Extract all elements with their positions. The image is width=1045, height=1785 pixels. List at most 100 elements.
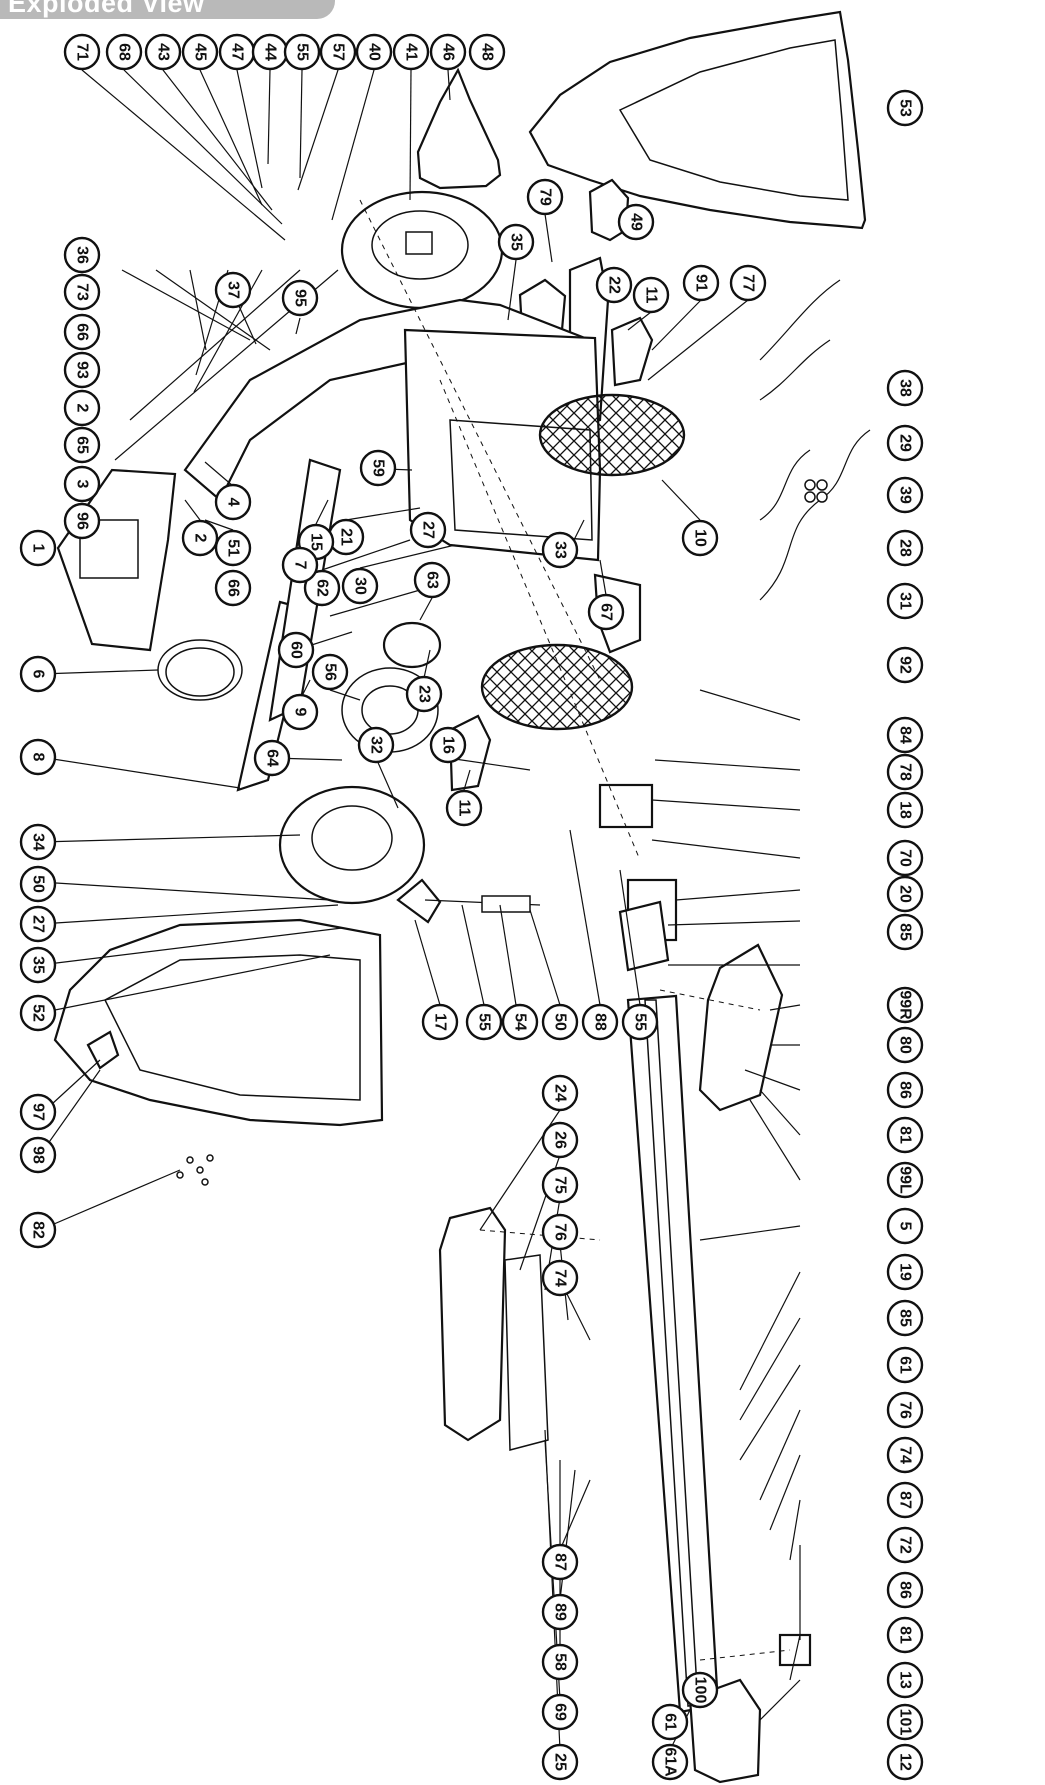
svg-text:87: 87	[897, 1491, 914, 1509]
svg-text:67: 67	[598, 603, 615, 621]
callout-27: 27	[409, 511, 447, 549]
callout-101: 101	[886, 1703, 924, 1741]
pivot-bracket-part	[598, 783, 654, 829]
leveler-plate-part	[778, 1633, 812, 1667]
callout-10: 10	[681, 519, 719, 557]
svg-text:69: 69	[552, 1703, 569, 1721]
svg-text:56: 56	[322, 663, 339, 681]
callout-69: 69	[541, 1693, 579, 1731]
svg-text:43: 43	[155, 43, 172, 61]
callout-47: 47	[218, 33, 256, 71]
screw-set-part	[186, 1156, 194, 1164]
callout-3: 3	[63, 465, 101, 503]
callout-96: 96	[63, 502, 101, 540]
callout-88: 88	[581, 1003, 619, 1041]
callout-5: 5	[886, 1207, 924, 1245]
svg-text:97: 97	[30, 1103, 47, 1121]
callout-29: 29	[886, 424, 924, 462]
right-shroud-inner-part	[618, 39, 849, 201]
svg-text:88: 88	[592, 1013, 609, 1031]
svg-text:29: 29	[897, 434, 914, 452]
callout-95: 95	[281, 279, 319, 317]
svg-text:13: 13	[897, 1671, 914, 1689]
svg-text:18: 18	[897, 801, 914, 819]
pulley-hub-part	[405, 231, 433, 255]
callout-72: 72	[886, 1526, 924, 1564]
tension-knob-part	[396, 878, 442, 924]
svg-text:31: 31	[897, 592, 914, 610]
svg-text:35: 35	[508, 233, 525, 251]
callout-22: 22	[595, 266, 633, 304]
callout-87b: 87	[541, 1543, 579, 1581]
callout-39: 39	[886, 476, 924, 514]
svg-text:55: 55	[476, 1013, 493, 1031]
svg-text:27: 27	[30, 915, 47, 933]
svg-text:85: 85	[897, 923, 914, 941]
callout-2: 2	[63, 389, 101, 427]
assembly-line	[439, 379, 641, 861]
screw-set-part	[196, 1166, 204, 1174]
svg-text:45: 45	[192, 43, 209, 61]
svg-text:101: 101	[897, 1709, 914, 1736]
screw-set-part	[201, 1178, 209, 1186]
callout-76b: 76	[886, 1391, 924, 1429]
svg-text:58: 58	[552, 1653, 569, 1671]
svg-text:99L: 99L	[897, 1166, 914, 1194]
callout-23: 23	[405, 675, 443, 713]
svg-text:49: 49	[628, 213, 645, 231]
svg-text:12: 12	[897, 1753, 914, 1771]
svg-text:84: 84	[897, 726, 914, 744]
callout-66: 66	[63, 313, 101, 351]
svg-text:74: 74	[552, 1269, 569, 1287]
wire-harness-part	[759, 449, 811, 521]
callout-27b: 27	[19, 905, 57, 943]
flywheel-inner-part	[311, 805, 393, 871]
callout-79: 79	[526, 178, 564, 216]
svg-text:86: 86	[897, 1081, 914, 1099]
svg-text:16: 16	[440, 736, 457, 754]
callout-98: 98	[19, 1136, 57, 1174]
callout-61A: 61A	[651, 1743, 689, 1781]
seat-pad-part	[438, 1206, 507, 1442]
svg-text:87: 87	[552, 1553, 569, 1571]
svg-text:47: 47	[229, 43, 246, 61]
nut-set-part	[804, 491, 816, 503]
callout-40: 40	[355, 33, 393, 71]
svg-text:70: 70	[897, 849, 914, 867]
svg-text:61: 61	[662, 1713, 679, 1731]
callout-59: 59	[359, 449, 397, 487]
callout-31: 31	[886, 582, 924, 620]
svg-text:55: 55	[294, 43, 311, 61]
callout-65: 65	[63, 426, 101, 464]
svg-text:37: 37	[225, 281, 242, 299]
callout-17: 17	[421, 1003, 459, 1041]
callout-1: 1	[19, 529, 57, 567]
svg-text:1: 1	[30, 544, 47, 553]
callout-99R: 99R	[886, 986, 924, 1024]
callout-78: 78	[886, 753, 924, 791]
svg-text:66: 66	[74, 323, 91, 341]
callout-71: 71	[63, 33, 101, 71]
callout-50: 50	[19, 865, 57, 903]
callout-48: 48	[468, 33, 506, 71]
svg-text:96: 96	[74, 512, 91, 530]
svg-text:10: 10	[692, 529, 709, 547]
svg-text:50: 50	[30, 875, 47, 893]
svg-text:23: 23	[416, 685, 433, 703]
sensor-cable-loop-part	[165, 647, 235, 697]
callout-74b: 74	[886, 1436, 924, 1474]
svg-text:81: 81	[897, 1626, 914, 1644]
callout-62: 62	[303, 569, 341, 607]
callout-76: 76	[541, 1213, 579, 1251]
callout-20: 20	[886, 875, 924, 913]
svg-text:63: 63	[424, 571, 441, 589]
callout-30: 30	[341, 567, 379, 605]
callout-32: 32	[357, 726, 395, 764]
rear-block-part	[618, 900, 670, 972]
callout-85: 85	[886, 913, 924, 951]
callout-33: 33	[541, 531, 579, 569]
callout-37: 37	[214, 271, 252, 309]
svg-text:38: 38	[897, 379, 914, 397]
svg-text:77: 77	[740, 274, 757, 292]
